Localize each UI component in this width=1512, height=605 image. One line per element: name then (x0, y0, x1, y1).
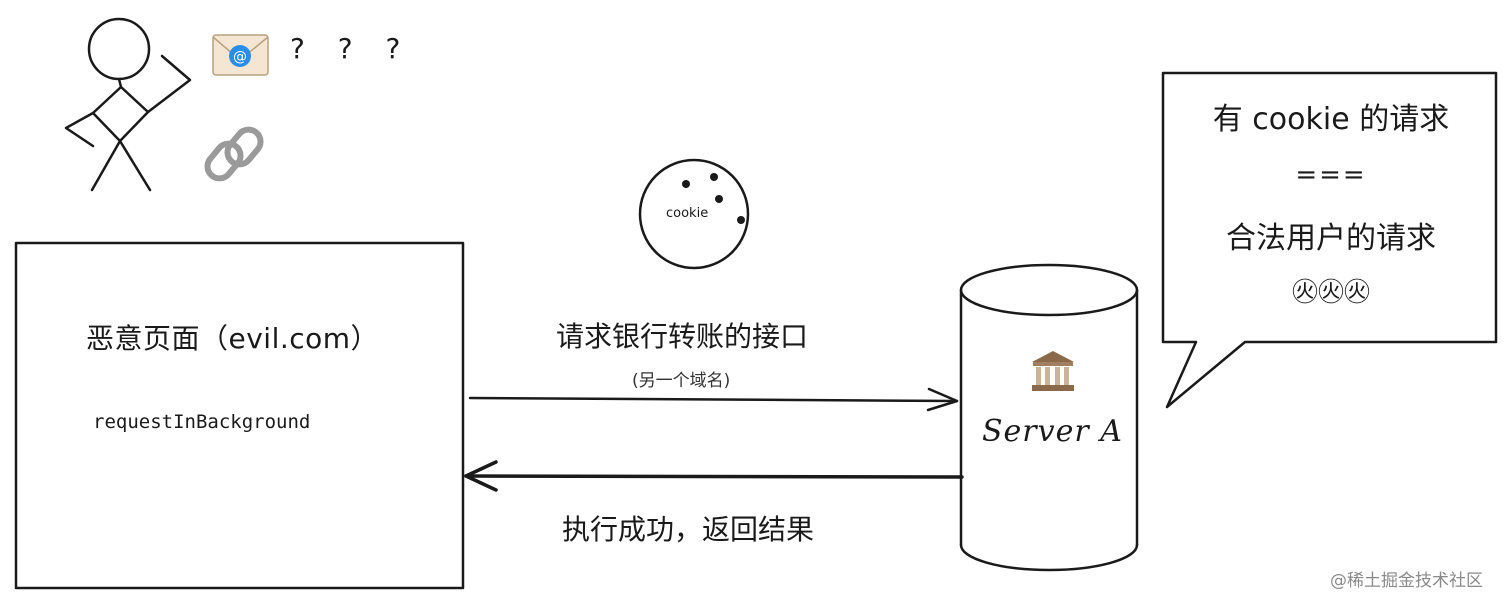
question-marks: ? ? ? (290, 32, 413, 65)
malicious-page-title: 恶意页面（evil.com） (86, 322, 380, 355)
svg-text:@: @ (233, 49, 247, 65)
speech-bubble (1161, 71, 1498, 409)
request-arrow-label: 请求银行转账的接口 (556, 320, 809, 353)
server-cylinder (959, 263, 1139, 572)
malicious-page-box (14, 241, 465, 590)
server-label: Server A (982, 414, 1123, 449)
response-arrow (464, 460, 964, 492)
cookie-chips (682, 173, 745, 224)
request-arrow (468, 387, 959, 412)
bubble-line-4: ㊋㊋㊋ (1291, 278, 1370, 308)
user-figure-icon (64, 17, 192, 192)
bubble-line-2: === (1295, 160, 1367, 190)
cookie-shape (638, 158, 750, 270)
request-function-label: requestInBackground (93, 411, 311, 433)
link-icon (204, 126, 264, 182)
watermark: @稀土掘金技术社区 (1330, 571, 1483, 591)
request-arrow-sublabel: (另一个域名) (632, 371, 731, 391)
bubble-line-3: 合法用户的请求 (1226, 221, 1436, 256)
bubble-line-1: 有 cookie 的请求 (1212, 102, 1450, 137)
response-arrow-label: 执行成功，返回结果 (562, 513, 815, 546)
cookie-label: cookie (666, 206, 709, 221)
bank-icon (1032, 351, 1074, 391)
email-icon: @ (212, 34, 269, 76)
